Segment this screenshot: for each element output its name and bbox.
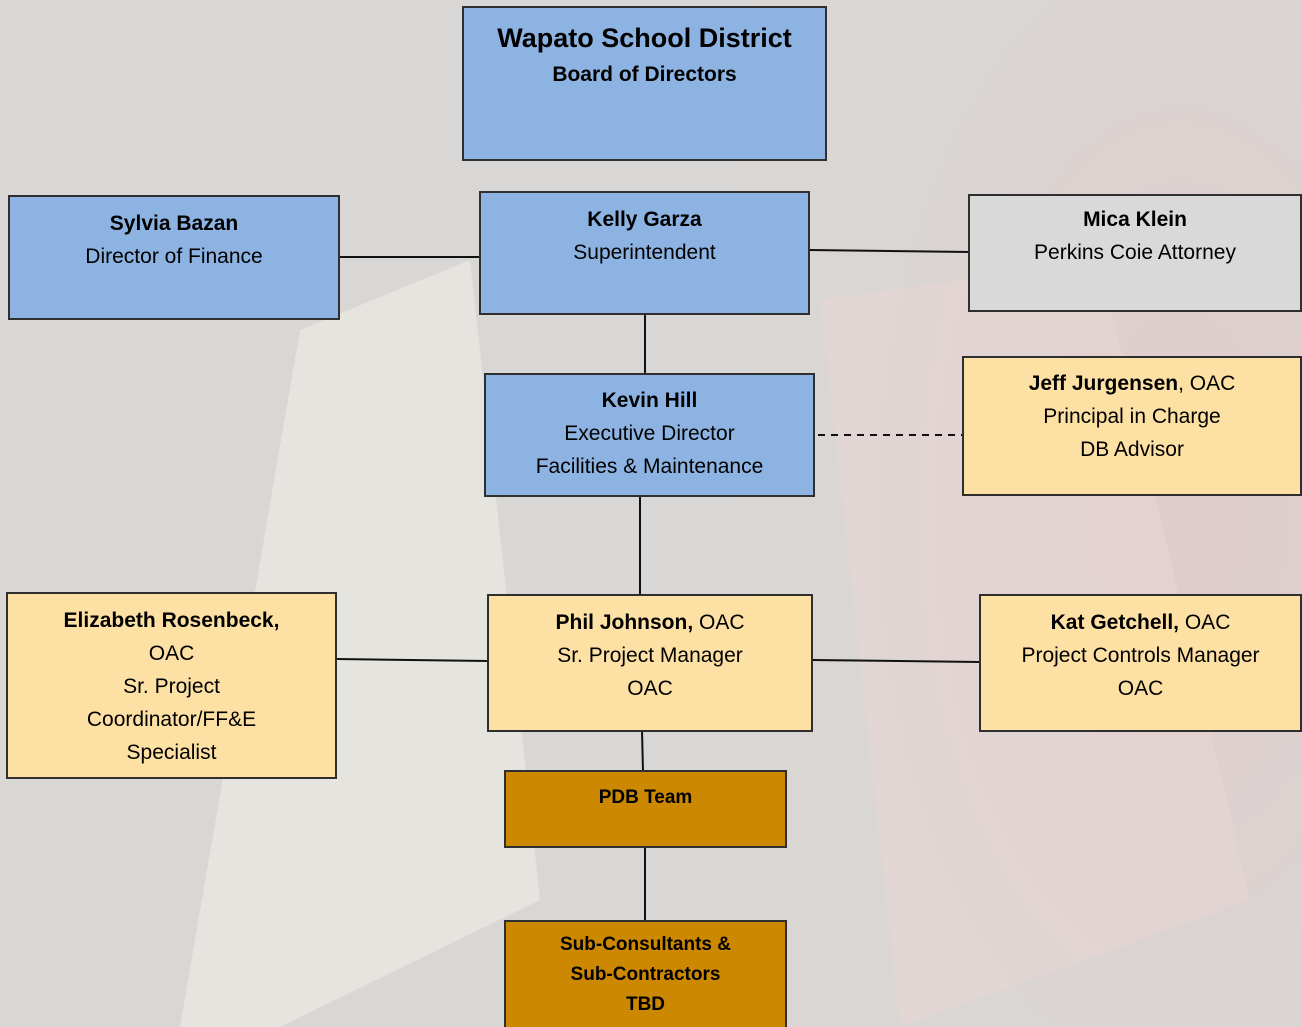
board-title: Board of Directors bbox=[552, 63, 737, 86]
coordinator-line-2: Sr. Project bbox=[123, 675, 220, 698]
advisor-role: Principal in Charge bbox=[1043, 405, 1221, 428]
advisor-org: , OAC bbox=[1178, 372, 1236, 395]
controls-name: Kat Getchell, bbox=[1050, 611, 1180, 634]
executive-name: Kevin Hill bbox=[601, 389, 698, 412]
finance-director-box: Sylvia Bazan Director of Finance bbox=[8, 195, 340, 320]
attorney-name: Mica Klein bbox=[1083, 208, 1187, 231]
subs-line-3: TBD bbox=[625, 994, 666, 1015]
coordinator-line-4: Specialist bbox=[126, 741, 217, 764]
subcontractors-box: Sub-Consultants & Sub-Contractors TBD bbox=[504, 920, 787, 1027]
subs-line-1: Sub-Consultants & bbox=[560, 934, 731, 955]
advisor-role2: DB Advisor bbox=[1080, 438, 1184, 461]
project-manager-box: Phil Johnson, OAC Sr. Project Manager OA… bbox=[487, 594, 813, 732]
attorney-box: Mica Klein Perkins Coie Attorney bbox=[968, 194, 1302, 312]
pm-role: Sr. Project Manager bbox=[557, 644, 743, 667]
advisor-name: Jeff Jurgensen bbox=[1028, 372, 1179, 395]
executive-role: Executive Director bbox=[564, 422, 735, 445]
db-advisor-box: Jeff Jurgensen, OAC Principal in Charge … bbox=[962, 356, 1302, 496]
superintendent-box: Kelly Garza Superintendent bbox=[479, 191, 810, 315]
controls-role: Project Controls Manager bbox=[1021, 644, 1260, 667]
pdb-label: PDB Team bbox=[598, 787, 693, 808]
pm-org2: OAC bbox=[627, 677, 673, 700]
superintendent-role: Superintendent bbox=[573, 241, 716, 264]
coordinator-line-3: Coordinator/FF&E bbox=[86, 708, 257, 731]
pm-name: Phil Johnson, bbox=[555, 611, 694, 634]
subs-line-2: Sub-Contractors bbox=[570, 964, 721, 985]
coordinator-line-1: OAC bbox=[148, 642, 195, 665]
pdb-team-box: PDB Team bbox=[504, 770, 787, 848]
district-name: Wapato School District bbox=[497, 23, 792, 53]
attorney-role: Perkins Coie Attorney bbox=[1034, 241, 1236, 264]
superintendent-name: Kelly Garza bbox=[587, 208, 702, 231]
finance-name: Sylvia Bazan bbox=[109, 212, 239, 235]
pm-org: OAC bbox=[693, 611, 745, 634]
controls-manager-box: Kat Getchell, OAC Project Controls Manag… bbox=[979, 594, 1302, 732]
finance-role: Director of Finance bbox=[85, 245, 263, 268]
controls-org: OAC bbox=[1179, 611, 1231, 634]
executive-dept: Facilities & Maintenance bbox=[535, 455, 764, 478]
controls-org2: OAC bbox=[1117, 677, 1164, 700]
board-of-directors-box: Wapato School District Board of Director… bbox=[462, 6, 827, 161]
coordinator-name: Elizabeth Rosenbeck, bbox=[63, 609, 280, 632]
executive-director-box: Kevin Hill Executive Director Facilities… bbox=[484, 373, 815, 497]
project-coordinator-box: Elizabeth Rosenbeck, OAC Sr. Project Coo… bbox=[6, 592, 337, 779]
